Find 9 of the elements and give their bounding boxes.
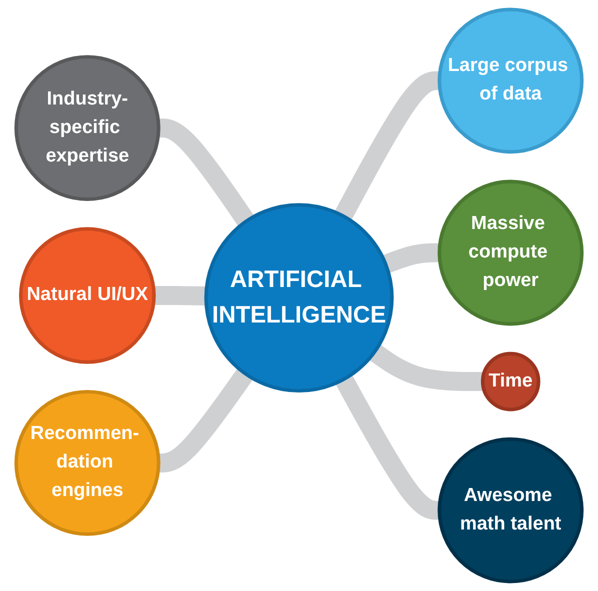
node-circle: ARTIFICIAL INTELLIGENCE <box>204 203 394 393</box>
node-circle: Time <box>480 352 540 412</box>
node-circle: Awesome math talent <box>438 437 584 584</box>
node-circle: Massive compute power <box>438 180 584 326</box>
connector <box>368 344 483 392</box>
node-circle: Industry-specific expertise <box>14 55 160 202</box>
node-circle: Natural UI/UX <box>19 227 156 364</box>
node-circle: Large corpus of data <box>438 8 584 154</box>
node-circle: Recommen- dation engines <box>14 390 160 536</box>
